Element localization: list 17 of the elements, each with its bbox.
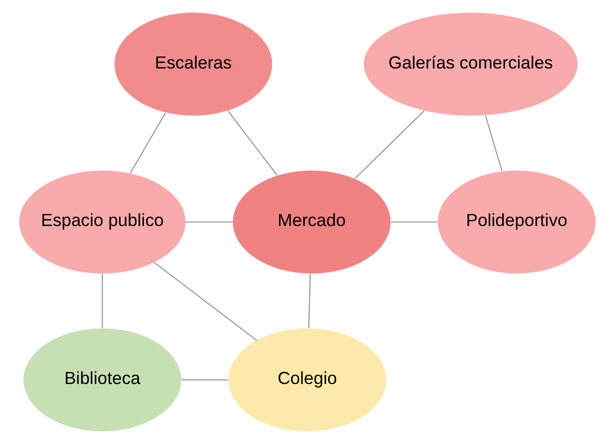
- node-ellipse: Biblioteca: [22, 328, 181, 432]
- node-ellipse: Colegio: [228, 328, 386, 432]
- connector: [226, 110, 277, 176]
- connector: [484, 115, 502, 172]
- connector: [390, 221, 438, 223]
- node-ellipse: Escaleras: [114, 12, 272, 116]
- node-ellipse: Galerías comerciales: [363, 12, 578, 116]
- connector: [354, 110, 424, 179]
- node-ellipse: Polideportivo: [437, 170, 596, 274]
- connector: [184, 221, 232, 223]
- connector: [308, 274, 310, 328]
- node-ellipse: Espacio publico: [18, 170, 186, 274]
- connector: [101, 274, 102, 328]
- connector: [153, 262, 257, 341]
- connector: [181, 379, 228, 380]
- node-ellipse: Mercado: [232, 170, 390, 274]
- connector: [129, 112, 166, 174]
